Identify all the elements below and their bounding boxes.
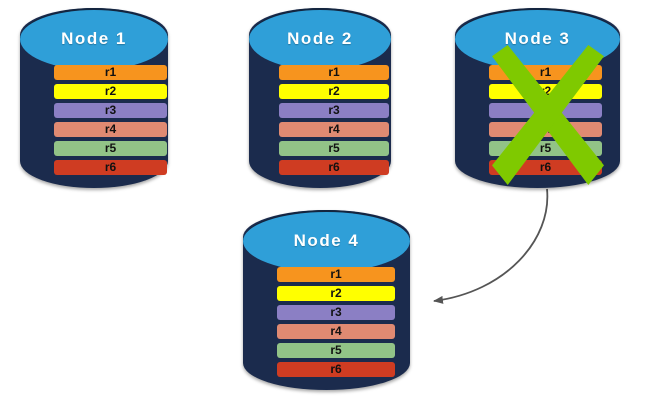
data-row-r4[interactable]: r4 bbox=[279, 122, 389, 137]
node-cylinder-top: Node 4 bbox=[243, 210, 410, 272]
data-row-r4[interactable]: r4 bbox=[54, 122, 167, 137]
node-cylinder-top: Node 1 bbox=[20, 8, 168, 70]
data-row-label: r6 bbox=[330, 361, 342, 376]
data-row-label: r1 bbox=[104, 64, 117, 79]
node-title: Node 2 bbox=[287, 29, 353, 48]
db-node-1[interactable]: Node 1 r1 r2 r3 r4 r5 r6 bbox=[20, 8, 168, 188]
node-title: Node 3 bbox=[504, 29, 571, 48]
data-row-label: r2 bbox=[104, 83, 117, 98]
data-row-r2[interactable]: r2 bbox=[277, 286, 395, 301]
data-row-label: r2 bbox=[328, 83, 340, 98]
data-row-r2[interactable]: r2 bbox=[279, 84, 389, 99]
data-row-label: r1 bbox=[328, 64, 340, 79]
data-row-r1[interactable]: r1 bbox=[54, 65, 167, 80]
data-row-r3[interactable]: r3 bbox=[279, 103, 389, 118]
data-row-r5[interactable]: r5 bbox=[277, 343, 395, 358]
data-row-r3[interactable]: r3 bbox=[54, 103, 167, 118]
data-row-r3[interactable]: r3 bbox=[277, 305, 395, 320]
data-row-label: r4 bbox=[330, 323, 342, 338]
data-row-label: r3 bbox=[330, 304, 342, 319]
data-row-label: r6 bbox=[539, 159, 552, 174]
arrow-node3-to-node4 bbox=[433, 188, 549, 304]
data-row-r6[interactable]: r6 bbox=[279, 160, 389, 175]
data-row-label: r6 bbox=[328, 159, 340, 174]
node-cylinder-top: Node 3 bbox=[455, 8, 620, 70]
node-title: Node 1 bbox=[61, 29, 127, 48]
data-row-label: r1 bbox=[539, 64, 552, 79]
data-row-label: r5 bbox=[328, 140, 340, 155]
data-row-label: r2 bbox=[330, 285, 342, 300]
data-row-label: r4 bbox=[328, 121, 340, 136]
data-row-label: r4 bbox=[539, 121, 552, 136]
data-row-label: r1 bbox=[330, 266, 342, 281]
data-row-r3[interactable]: r3 bbox=[489, 103, 602, 118]
data-row-label: r2 bbox=[539, 83, 552, 98]
data-row-r4[interactable]: r4 bbox=[277, 324, 395, 339]
data-row-label: r5 bbox=[539, 140, 552, 155]
data-row-r6[interactable]: r6 bbox=[54, 160, 167, 175]
data-row-r5[interactable]: r5 bbox=[489, 141, 602, 156]
data-row-r5[interactable]: r5 bbox=[54, 141, 167, 156]
data-row-r1[interactable]: r1 bbox=[277, 267, 395, 282]
data-row-label: r4 bbox=[104, 121, 117, 136]
data-row-r4[interactable]: r4 bbox=[489, 122, 602, 137]
data-row-label: r6 bbox=[104, 159, 117, 174]
data-row-r2[interactable]: r2 bbox=[489, 84, 602, 99]
data-row-r5[interactable]: r5 bbox=[279, 141, 389, 156]
node-cylinder-top: Node 2 bbox=[249, 8, 391, 70]
data-row-label: r3 bbox=[328, 102, 340, 117]
data-row-r2[interactable]: r2 bbox=[54, 84, 167, 99]
data-row-r6[interactable]: r6 bbox=[489, 160, 602, 175]
data-row-r1[interactable]: r1 bbox=[489, 65, 602, 80]
db-node-4[interactable]: Node 4 r1 r2 r3 r4 r5 r6 bbox=[243, 210, 410, 390]
node-title: Node 4 bbox=[293, 231, 360, 250]
data-row-label: r3 bbox=[104, 102, 117, 117]
data-row-r6[interactable]: r6 bbox=[277, 362, 395, 377]
data-row-r1[interactable]: r1 bbox=[279, 65, 389, 80]
data-row-label: r5 bbox=[104, 140, 117, 155]
data-row-label: r3 bbox=[539, 102, 552, 117]
db-node-2[interactable]: Node 2 r1 r2 r3 r4 r5 r6 bbox=[249, 8, 391, 188]
data-row-label: r5 bbox=[330, 342, 342, 357]
db-node-3[interactable]: Node 3 r1 r2 r3 r4 r5 r6 bbox=[455, 8, 620, 188]
